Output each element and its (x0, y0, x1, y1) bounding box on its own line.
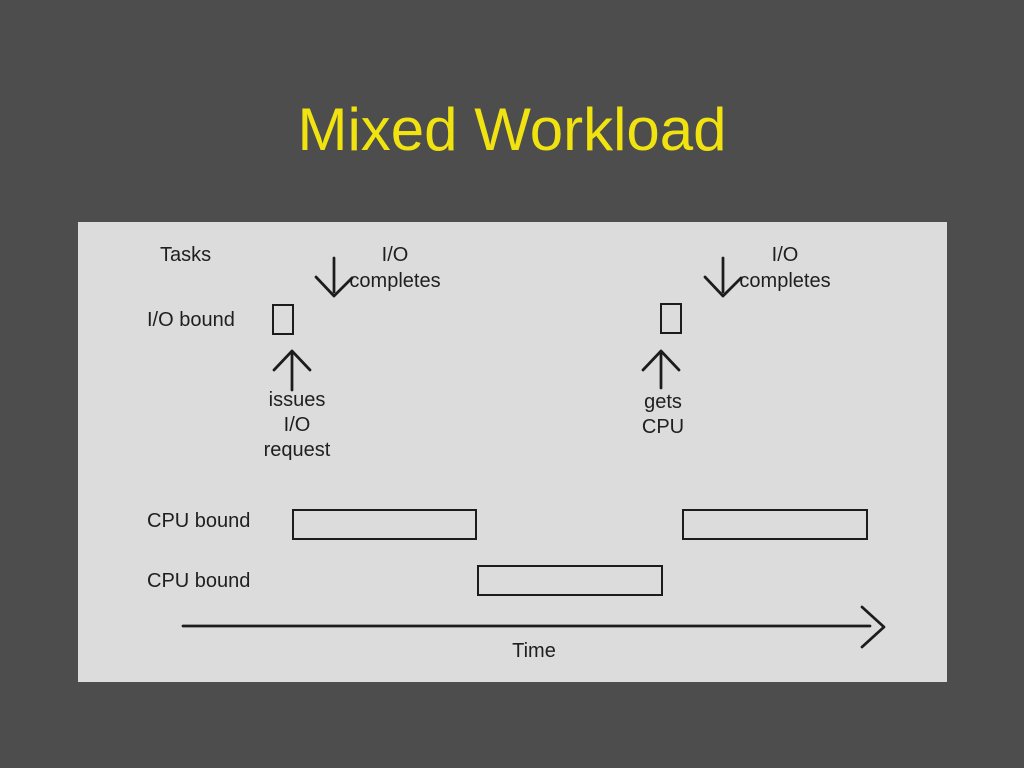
slide-title: Mixed Workload (297, 96, 727, 163)
io-completes-annotation-2: I/O completes (730, 242, 840, 294)
io-bound-row-label: I/O bound (147, 309, 235, 331)
cpu-burst-box-2 (477, 565, 663, 596)
io-completes-annotation-1: I/O completes (340, 242, 450, 294)
io-completes-2-line1: I/O (771, 244, 799, 266)
io-burst-box-1 (272, 304, 294, 335)
gets-cpu-line2: CPU (641, 416, 685, 438)
gets-cpu-annotation: gets CPU (613, 390, 713, 440)
cpu-bound-row1-label: CPU bound (147, 510, 251, 532)
issues-io-request-line2: I/O (283, 414, 311, 436)
io-completes-1-line2: completes (349, 270, 441, 292)
issues-io-request-annotation: issues I/O request (242, 388, 352, 463)
issues-io-request-line3: request (263, 439, 331, 461)
cpu-bound-row2-label: CPU bound (147, 570, 251, 592)
io-burst-box-2 (660, 303, 682, 334)
issues-io-request-line1: issues (268, 389, 326, 411)
io-completes-2-line2: completes (739, 270, 831, 292)
io-completes-1-line1: I/O (381, 244, 409, 266)
tasks-label: Tasks (160, 244, 212, 266)
cpu-burst-box-3 (682, 509, 868, 540)
cpu-burst-box-1 (292, 509, 477, 540)
gets-cpu-line1: gets (644, 391, 682, 413)
diagram-panel (78, 222, 947, 682)
time-axis-label: Time (512, 640, 556, 662)
